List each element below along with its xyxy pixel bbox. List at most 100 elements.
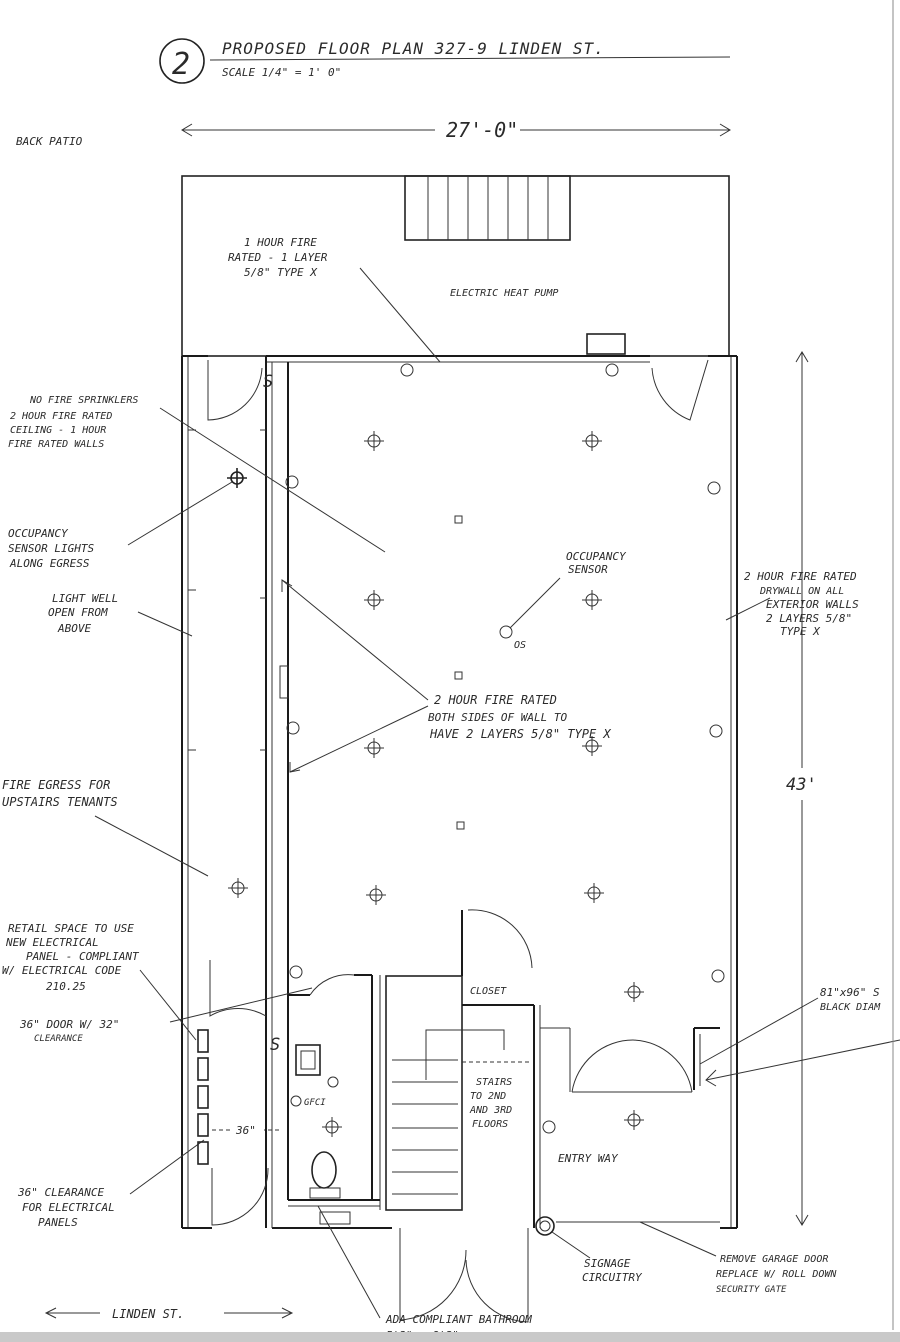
no-sprinklers-line1: NO FIRE SPRINKLERS [29, 395, 138, 406]
linden-street-label: LINDEN ST. [112, 1307, 184, 1321]
stairs-line2: TO 2ND [470, 1091, 506, 1102]
patio-door-left [207, 360, 263, 421]
retail-panel-line5: 210.25 [46, 980, 86, 993]
door-spec-leader [699, 997, 819, 1065]
exterior-wall-line3: EXTERIOR WALLS [766, 598, 859, 611]
fire-2hr-leader-upper [281, 579, 429, 701]
no-sprinklers-leader [159, 407, 386, 553]
fire-2hr-leader-lower [289, 705, 429, 773]
closet-label: CLOSET [470, 986, 507, 997]
gfci-outlet [290, 1095, 302, 1107]
garage-line1: REMOVE GARAGE DOOR [720, 1254, 828, 1265]
fire-2hr-arrow-upper [281, 579, 293, 592]
heat-pump-unit [586, 333, 626, 355]
light-well-line2: OPEN FROM [48, 606, 108, 619]
panel-clearance-leader [129, 1139, 205, 1195]
retail-panel-leader [139, 969, 197, 1041]
occupancy-sensor-leader [509, 577, 561, 629]
entry-way-label: ENTRY WAY [558, 1152, 619, 1165]
fire-1hr-line3: 5/8" TYPE X [244, 266, 318, 279]
patio-stair-treads [427, 176, 549, 240]
entry-door-right [465, 1228, 529, 1323]
sensor-marker-upper: S [263, 372, 273, 392]
egress-corridor-wall [265, 356, 289, 1228]
electrical-panels [197, 1029, 209, 1165]
light-well-line1: LIGHT WELL [52, 592, 118, 605]
no-sprinklers-line2: 2 HOUR FIRE RATED [10, 411, 112, 422]
panel-clearance-line1: 36" CLEARANCE [17, 1186, 104, 1199]
ceiling-lights [227, 431, 644, 1137]
occupancy-lights-line1: OCCUPANCY [8, 527, 69, 540]
depth-arrow-bottom [795, 1214, 809, 1226]
light-well-leader [137, 611, 193, 637]
clearance-dimension: 36" [235, 1124, 256, 1137]
fire-1hr-line2: RATED - 1 LAYER [228, 251, 328, 264]
emergency-outlets [285, 363, 725, 1134]
width-arrow-left [181, 123, 193, 137]
occupancy-lights-line3: ALONG EGRESS [9, 557, 90, 570]
exterior-wall-line1: 2 HOUR FIRE RATED [744, 570, 857, 583]
clearance-label-bg [230, 1122, 264, 1136]
panel-clearance-line2: FOR ELECTRICAL [22, 1201, 115, 1214]
retail-panel-line3: PANEL - COMPLIANT [26, 950, 140, 963]
fire-egress-line1: FIRE EGRESS FOR [2, 778, 110, 792]
egress-door-upper [209, 960, 267, 1017]
occupancy-sensor-os: OS [514, 640, 526, 651]
exterior-wall-line4: 2 LAYERS 5/8" [766, 612, 852, 625]
fire-2hr-line1: 2 HOUR FIRE RATED [434, 693, 557, 707]
gfci-label: GFCI [304, 1098, 326, 1108]
egress-door-lower [211, 1167, 269, 1226]
no-sprinklers-line3: CEILING - 1 HOUR [10, 425, 106, 436]
title-text: PROPOSED FLOOR PLAN 327-9 LINDEN ST. [222, 39, 605, 58]
occupancy-sensor-line1: OCCUPANCY [566, 550, 627, 563]
panel-clearance-line3: PANELS [38, 1216, 78, 1229]
exterior-wall-line5: TYPE X [780, 625, 821, 638]
exterior-wall-leader [725, 597, 771, 621]
bathroom [288, 974, 381, 1225]
scanner-bottom-bar [0, 1332, 900, 1342]
retail-panel-line2: NEW ELECTRICAL [5, 936, 99, 949]
depth-arrow-top [795, 351, 809, 363]
ada-line1: ADA COMPLIANT BATHROOM [385, 1313, 532, 1326]
sensor-marker-lower: S [270, 1035, 280, 1055]
title-number: 2 [172, 47, 190, 82]
smoke-detectors [454, 515, 465, 830]
fire-egress-leader [94, 815, 209, 877]
interior-stairs [385, 975, 530, 1211]
occupancy-lights-line2: SENSOR LIGHTS [8, 542, 94, 555]
garage-line2: REPLACE W/ ROLL DOWN [716, 1269, 837, 1280]
ada-leader [317, 1205, 381, 1319]
retail-panel-line1: RETAIL SPACE TO USE [8, 922, 134, 935]
back-patio-label: BACK PATIO [16, 135, 83, 148]
garage-leader [639, 1221, 717, 1257]
patio-door-right [651, 359, 709, 421]
occupancy-sensor-line2: SENSOR [568, 563, 608, 576]
fire-2hr-line2: BOTH SIDES OF WALL TO [428, 711, 567, 724]
stairs-line4: FLOORS [472, 1119, 508, 1130]
occupancy-lights-leader [127, 481, 233, 546]
signage-junction [535, 1216, 555, 1236]
door-spec-line1: 81"x96" S [820, 986, 880, 999]
signage-line2: CIRCUITRY [582, 1271, 643, 1284]
entry-door-left [399, 1228, 467, 1321]
door-spec-leader-2 [705, 1039, 900, 1081]
depth-dimension: 43' [786, 775, 817, 795]
signage-line1: SIGNAGE [584, 1257, 631, 1270]
garage-line3: SECURITY GATE [716, 1285, 787, 1295]
door-spec-line2: BLACK DIAM [820, 1002, 881, 1013]
entry-vestibule [540, 1027, 720, 1093]
retail-panel-line4: W/ ELECTRICAL CODE [2, 964, 122, 977]
title-underline [209, 56, 731, 61]
light-well-line3: ABOVE [57, 622, 91, 635]
fire-1hr-leader [359, 267, 441, 363]
door-clearance-line2: CLEARANCE [34, 1034, 83, 1044]
width-dimension: 27'-0" [446, 118, 518, 142]
fire-2hr-arrow-lower [289, 762, 301, 773]
closet [461, 909, 541, 1228]
title-scale: SCALE 1/4" = 1' 0" [222, 66, 341, 79]
title-number-circle [159, 38, 205, 84]
occupancy-sensor-symbol [499, 625, 513, 639]
stairs-line1: STAIRS [476, 1077, 512, 1088]
